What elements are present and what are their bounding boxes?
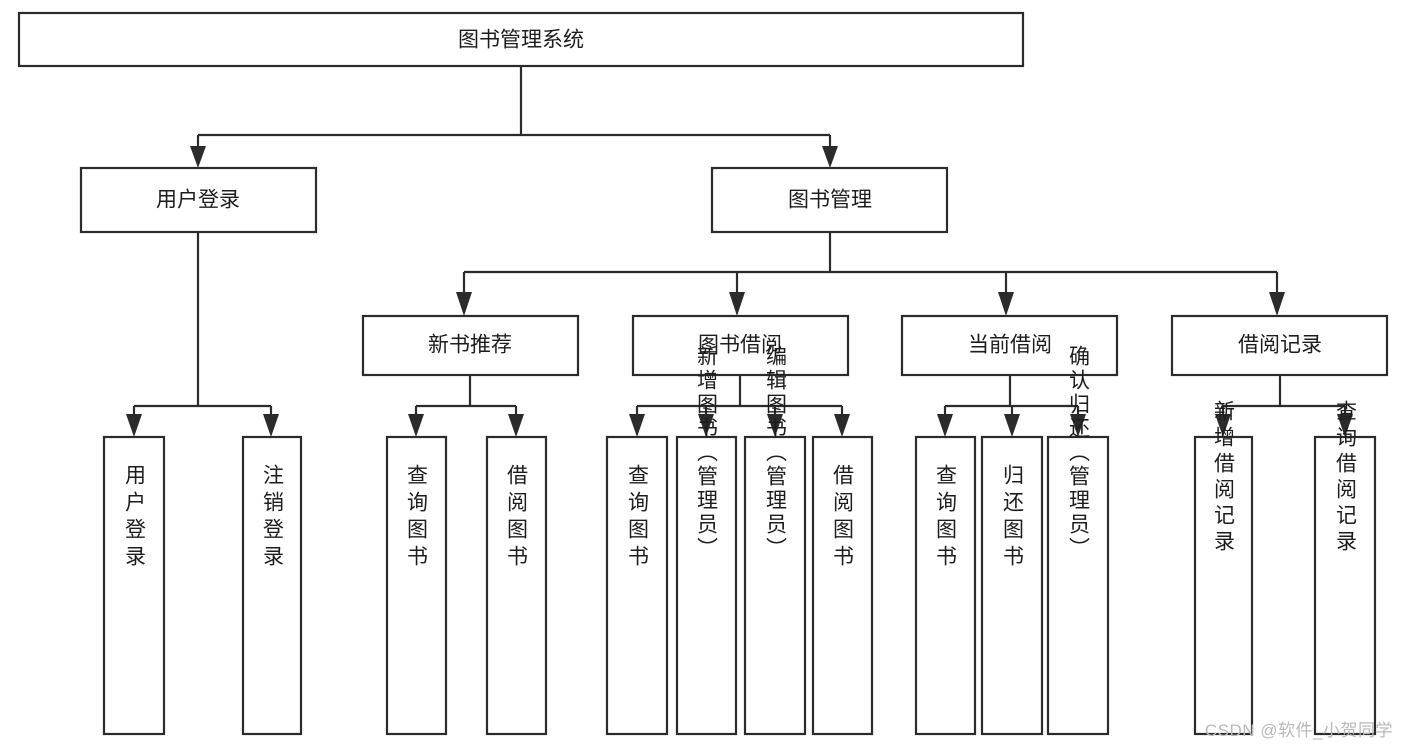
arrow-head-icon — [822, 146, 838, 168]
leaf-query-book-2-label: 查询图书 — [626, 464, 650, 572]
node-book-management[interactable]: 图书管理 — [710, 166, 949, 234]
leaf-confirm-return-admin-label: 确认归还（管理员） — [1067, 345, 1091, 561]
leaf-edit-book-admin-label: 编辑图书（管理员） — [764, 345, 788, 561]
node-root-label: 图书管理系统 — [458, 29, 584, 52]
leaf-add-borrow-record[interactable]: 新增借阅记录 — [1193, 400, 1254, 736]
leaf-borrow-book-2-label: 借阅图书 — [831, 464, 855, 572]
arrow-head-icon — [126, 414, 142, 437]
leaf-return-book-box[interactable] — [980, 435, 1044, 736]
leaf-query-book-1-label: 查询图书 — [405, 464, 429, 572]
node-borrow-record-box[interactable] — [1170, 314, 1389, 377]
node-user-login-box[interactable] — [79, 166, 318, 234]
arrow-head-icon — [937, 414, 953, 437]
node-book-borrow[interactable]: 图书借阅 — [631, 314, 850, 377]
arrow-head-icon — [698, 414, 714, 437]
arrow-head-icon — [456, 292, 472, 316]
leaf-query-borrow-record-box[interactable] — [1313, 435, 1377, 736]
node-book-borrow-label: 图书借阅 — [698, 334, 782, 357]
arrow-head-icon — [998, 292, 1014, 316]
leaf-add-borrow-record-label: 新增借阅记录 — [1212, 400, 1236, 556]
arrow-head-icon — [729, 292, 745, 316]
arrow-head-icon — [629, 414, 645, 437]
arrow-head-icon — [767, 414, 783, 437]
leaf-query-book-3-box[interactable] — [914, 435, 977, 736]
node-user-login[interactable]: 用户登录 — [79, 166, 318, 234]
leaf-query-book-1-box[interactable] — [385, 435, 448, 736]
leaf-query-book-2[interactable]: 查询图书 — [605, 435, 669, 736]
leaf-add-book-admin[interactable]: 新增图书（管理员） — [675, 345, 738, 736]
node-book-management-label: 图书管理 — [788, 189, 872, 212]
leaf-add-borrow-record-box[interactable] — [1193, 435, 1254, 736]
arrow-head-icon — [1215, 414, 1231, 437]
node-book-management-box[interactable] — [710, 166, 949, 234]
node-user-login-label: 用户登录 — [156, 189, 240, 212]
leaf-user-login-box[interactable] — [102, 435, 166, 736]
leaf-edit-book-admin-box[interactable] — [743, 435, 807, 736]
leaf-borrow-book-2-box[interactable] — [811, 435, 874, 736]
leaf-return-book-label: 归还图书 — [1001, 464, 1025, 572]
leaf-confirm-return-admin-box[interactable] — [1046, 435, 1110, 736]
node-root-box[interactable] — [17, 11, 1025, 68]
node-current-borrow-label: 当前借阅 — [968, 334, 1052, 357]
leaf-borrow-book-2[interactable]: 借阅图书 — [811, 435, 874, 736]
leaf-borrow-book-1-label: 借阅图书 — [505, 464, 529, 572]
leaf-query-book-3[interactable]: 查询图书 — [914, 435, 977, 736]
connector-layer — [126, 66, 1353, 437]
arrow-head-icon — [1004, 414, 1020, 437]
leaf-confirm-return-admin[interactable]: 确认归还（管理员） — [1046, 345, 1110, 736]
arrow-head-icon — [834, 414, 850, 437]
leaf-query-borrow-record-label: 查询借阅记录 — [1334, 400, 1358, 556]
node-current-borrow-box[interactable] — [900, 314, 1119, 377]
node-new-book-recommend-label: 新书推荐 — [428, 334, 512, 357]
node-root[interactable]: 图书管理系统 — [17, 11, 1025, 68]
leaf-query-borrow-record[interactable]: 查询借阅记录 — [1313, 400, 1377, 736]
leaf-query-book-2-box[interactable] — [605, 435, 669, 736]
node-new-book-recommend-box[interactable] — [361, 314, 580, 377]
leaf-user-login-label: 用户登录 — [123, 464, 147, 572]
leaf-add-book-admin-box[interactable] — [675, 435, 738, 736]
leaf-borrow-book-1-box[interactable] — [485, 435, 548, 736]
arrow-head-icon — [1337, 414, 1353, 437]
arrow-head-icon — [1070, 414, 1086, 437]
leaf-add-book-admin-label: 新增图书（管理员） — [695, 345, 719, 561]
leaf-query-book-3-label: 查询图书 — [934, 464, 958, 572]
leaf-query-book-1[interactable]: 查询图书 — [385, 435, 448, 736]
leaf-return-book[interactable]: 归还图书 — [980, 435, 1044, 736]
arrow-head-icon — [1269, 292, 1285, 316]
leaf-borrow-book-1[interactable]: 借阅图书 — [485, 435, 548, 736]
arrow-head-icon — [263, 414, 279, 437]
leaf-edit-book-admin[interactable]: 编辑图书（管理员） — [743, 345, 807, 736]
node-new-book-recommend[interactable]: 新书推荐 — [361, 314, 580, 377]
node-current-borrow[interactable]: 当前借阅 — [900, 314, 1119, 377]
arrow-head-icon — [190, 146, 206, 168]
leaf-logout[interactable]: 注销登录 — [241, 435, 303, 736]
arrow-head-icon — [508, 414, 524, 437]
node-borrow-record-label: 借阅记录 — [1238, 334, 1322, 357]
leaf-logout-label: 注销登录 — [261, 464, 285, 572]
arrow-head-icon — [408, 414, 424, 437]
node-borrow-record[interactable]: 借阅记录 — [1170, 314, 1389, 377]
leaf-user-login[interactable]: 用户登录 — [102, 435, 166, 736]
leaf-logout-box[interactable] — [241, 435, 303, 736]
node-book-borrow-box[interactable] — [631, 314, 850, 377]
